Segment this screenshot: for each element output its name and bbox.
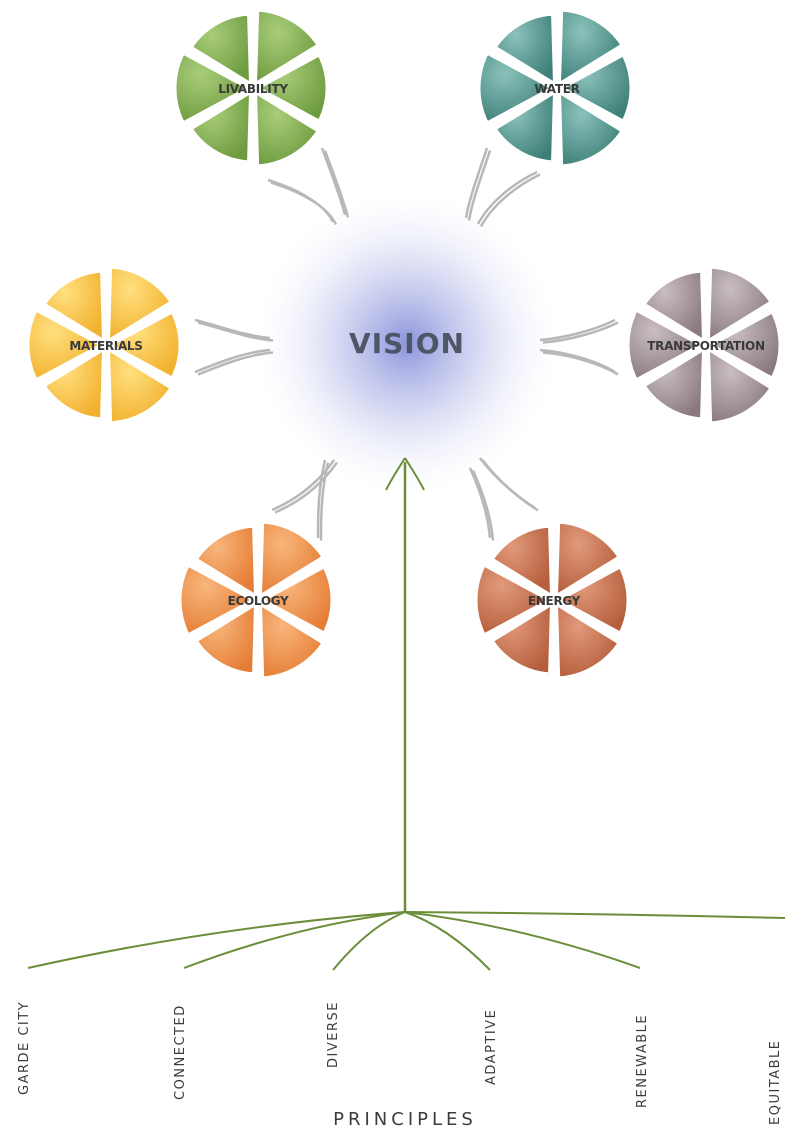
flower-label-energy: ENERGY (528, 594, 581, 608)
principles-tree (28, 458, 785, 970)
connector-line (322, 148, 345, 215)
principle-connected: CONNECTED (173, 1004, 188, 1100)
flower-label-materials: MATERIALS (69, 339, 142, 353)
flower-label-water: WATER (534, 82, 579, 96)
stem-line (405, 912, 785, 918)
principle-adaptive: ADAPTIVE (484, 1009, 499, 1085)
flower-livability: LIVABILITY (175, 10, 327, 166)
flower-energy: ENERGY (476, 522, 628, 678)
stem-line (184, 912, 405, 968)
flower-water: WATER (479, 10, 631, 166)
stem-line (333, 912, 405, 970)
stem-line (405, 912, 490, 970)
principle-renewable: RENEWABLE (635, 1014, 650, 1108)
flower-transportation: TRANSPORTATION (628, 267, 780, 423)
principle-equitable: EQUITABLE (768, 1040, 783, 1126)
flower-ecology: ECOLOGY (180, 522, 332, 678)
vision-label: VISION (349, 327, 465, 360)
flower-materials: MATERIALS (28, 267, 180, 423)
flower-label-ecology: ECOLOGY (228, 594, 289, 608)
principle-diverse: DIVERSE (326, 1001, 341, 1068)
stem-line (405, 912, 640, 968)
flower-label-transportation: TRANSPORTATION (647, 339, 764, 353)
principle-garde-city: GARDE CITY (17, 1001, 32, 1095)
principles-title: PRINCIPLES (333, 1109, 477, 1130)
flower-label-livability: LIVABILITY (218, 82, 288, 96)
